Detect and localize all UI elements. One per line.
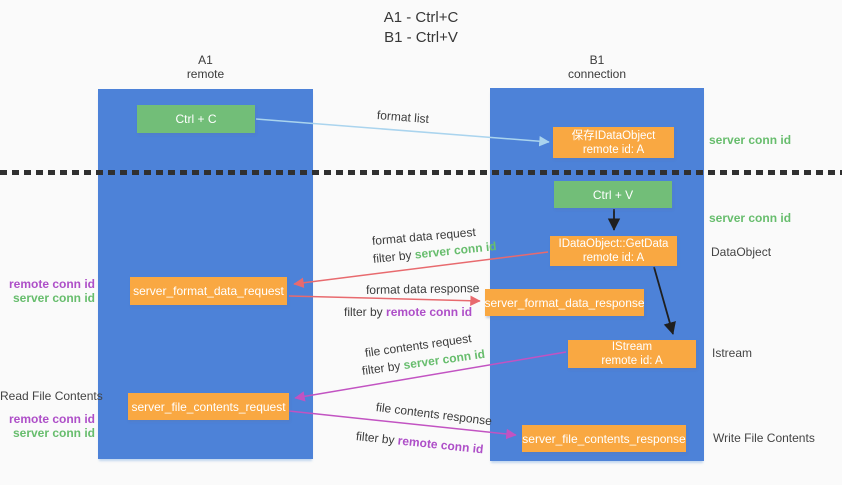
column-b1-subtitle: connection — [567, 67, 627, 81]
server-format-data-request-node: server_format_data_request — [130, 277, 287, 305]
right-server-conn-id-top: server conn id — [709, 133, 792, 147]
column-header-a1: A1 remote — [98, 53, 313, 81]
istream-node: IStream remote id: A — [568, 340, 696, 368]
column-header-b1: B1 connection — [490, 53, 704, 81]
format-data-request-arrow — [293, 251, 549, 288]
getdata-to-istream-arrow — [653, 266, 676, 335]
file-contents-request-arrow — [294, 351, 567, 402]
title-line-1: A1 - Ctrl+C — [383, 9, 459, 26]
server-file-contents-request-label: server_file_contents_request — [131, 399, 286, 414]
title-line-2: B1 - Ctrl+V — [384, 29, 458, 46]
format-data-response-filter-label: filter by remote conn id — [344, 305, 472, 319]
server-file-contents-response-label: server_file_contents_response — [522, 431, 686, 446]
server-file-contents-response-node: server_file_contents_response — [522, 425, 686, 452]
right-server-conn-id-mid: server conn id — [709, 211, 792, 225]
server-format-data-request-label: server_format_data_request — [133, 284, 284, 298]
ctrl-v-label: Ctrl + V — [592, 187, 634, 202]
remote-conn-id-highlight: remote conn id — [386, 305, 473, 319]
left-read-file-contents-label: Read File Contents — [0, 389, 103, 403]
column-a1-subtitle: remote — [186, 67, 225, 81]
format-data-response-arrow — [288, 295, 481, 306]
istream-line2: remote id: A — [601, 355, 663, 367]
server-format-data-response-node: server_format_data_response — [484, 289, 645, 316]
ctrl-v-node: Ctrl + V — [554, 181, 672, 208]
idataobject-getdata-line1: IDataObject::GetData — [558, 238, 669, 250]
right-istream-label: Istream — [712, 346, 753, 360]
left-remote-conn-id-bottom: remote conn id — [8, 412, 95, 426]
save-idataobject-line2: remote id: A — [582, 143, 645, 156]
idataobject-getdata-node: IDataObject::GetData remote id: A — [550, 236, 677, 266]
left-server-conn-id-bottom: server conn id — [12, 426, 95, 440]
filter-by-text: filter by — [344, 305, 383, 319]
save-idataobject-line1: 保存IDataObject — [571, 129, 656, 142]
diagram-title: A1 - Ctrl+C B1 - Ctrl+V — [0, 8, 842, 48]
file-contents-response-arrow — [288, 410, 517, 440]
format-list-arrow — [255, 118, 550, 147]
server-file-contents-request-node: server_file_contents_request — [128, 393, 289, 420]
server-format-data-response-label: server_format_data_response — [484, 295, 645, 310]
right-write-file-contents-label: Write File Contents — [713, 431, 815, 445]
istream-line1: IStream — [611, 341, 653, 353]
column-b1-name: B1 — [589, 53, 605, 67]
right-dataobject-label: DataObject — [711, 245, 772, 259]
ctrl-c-label: Ctrl + C — [175, 112, 217, 126]
idataobject-getdata-line2: remote id: A — [582, 252, 645, 264]
save-idataobject-node: 保存IDataObject remote id: A — [553, 127, 674, 158]
left-server-conn-id-top: server conn id — [12, 291, 95, 305]
format-data-response-label: format data response — [365, 281, 480, 297]
column-a1-name: A1 — [198, 53, 213, 67]
ctrl-c-node: Ctrl + C — [137, 105, 255, 133]
phase-divider-dotted-line — [0, 170, 842, 175]
left-remote-conn-id-top: remote conn id — [8, 277, 95, 291]
